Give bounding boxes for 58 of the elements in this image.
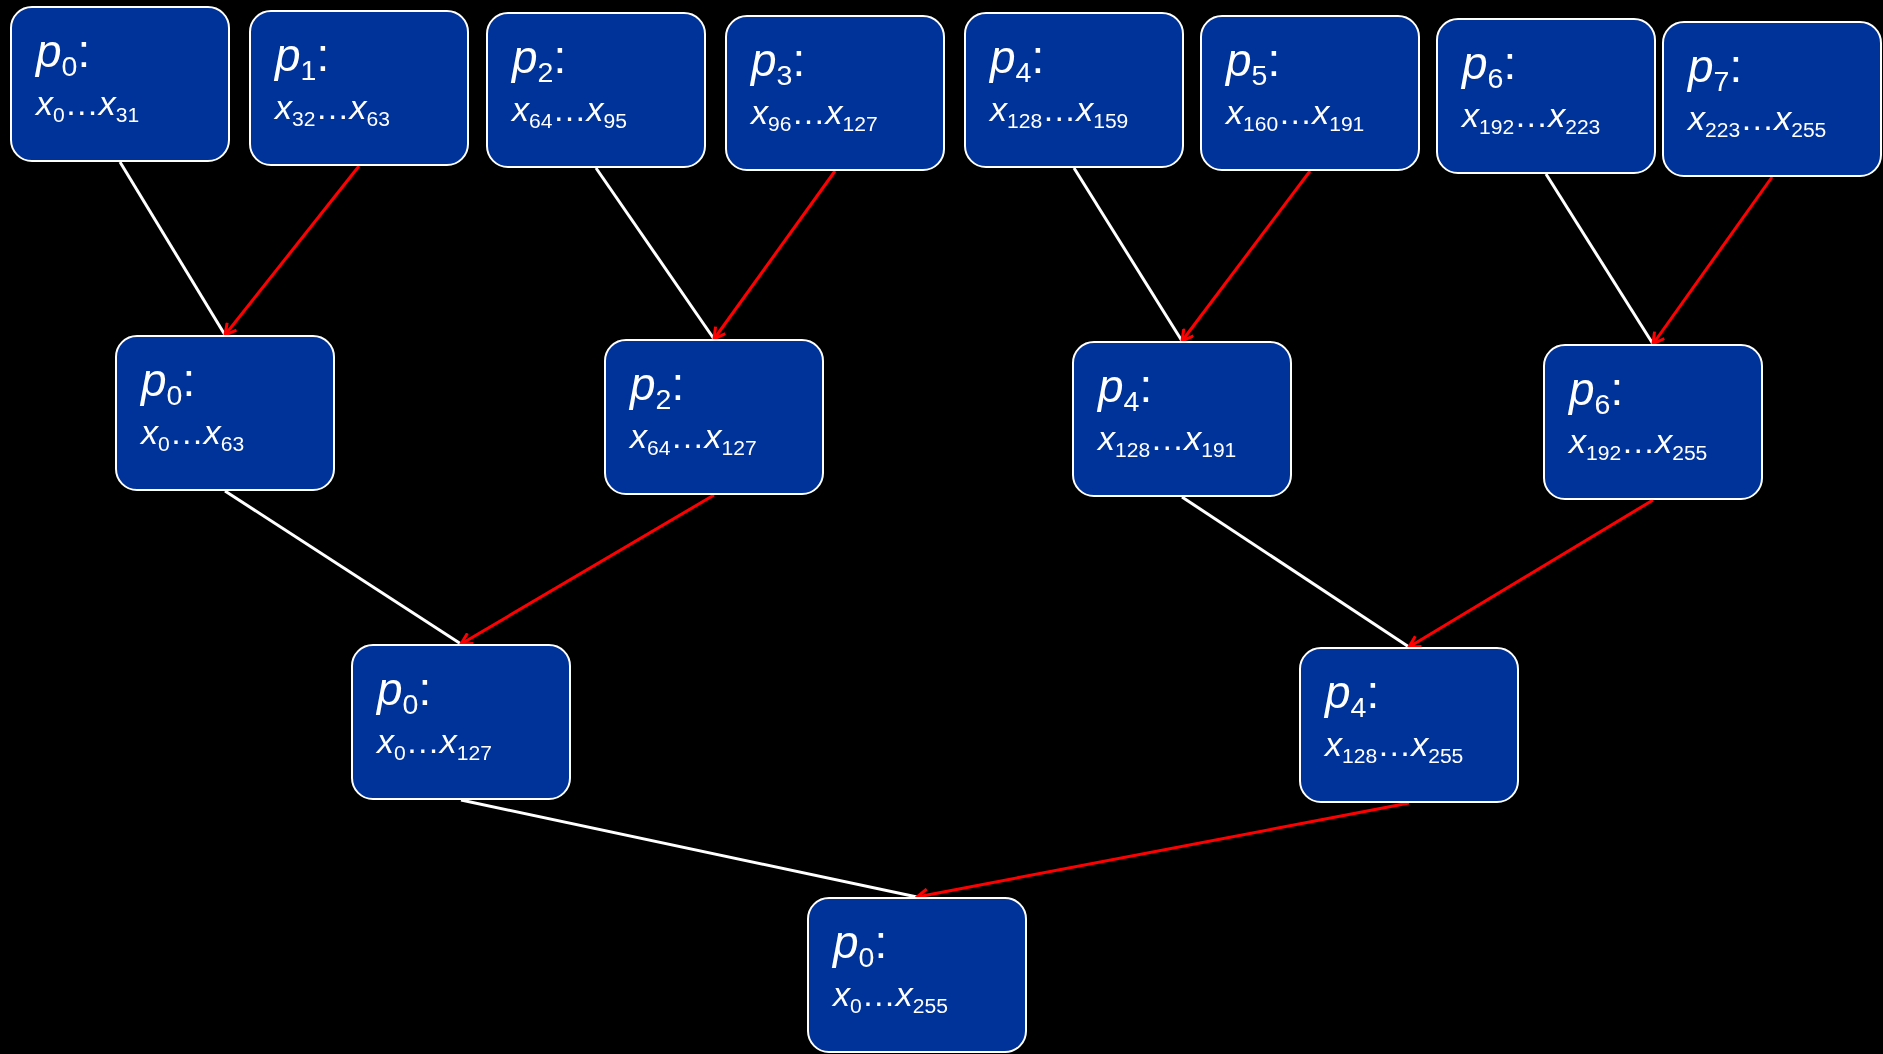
process-box xyxy=(604,339,824,495)
arrow xyxy=(1407,498,1654,649)
index-range: x$_{64}$…x$_{127}$ xyxy=(630,415,758,457)
index-range: x$_{192}$…x$_{255}$ xyxy=(1569,420,1709,462)
process-box xyxy=(1662,21,1882,177)
process-label: p$_{4}$: xyxy=(1325,667,1381,718)
connector-line xyxy=(594,167,716,340)
process-box xyxy=(115,335,335,491)
process-box xyxy=(486,12,706,168)
process-box xyxy=(725,15,945,171)
connector-line xyxy=(1072,167,1184,342)
index-range: x$_{96}$…x$_{127}$ xyxy=(751,91,879,133)
process-label: p$_{3}$: xyxy=(751,35,807,86)
process-box xyxy=(1299,647,1519,803)
index-range: x$_{64}$…x$_{95}$ xyxy=(512,88,628,130)
index-range: x$_{32}$…x$_{63}$ xyxy=(275,86,391,128)
process-label: p$_{0}$: xyxy=(377,664,433,715)
process-label: p$_{2}$: xyxy=(630,359,686,410)
connector-line xyxy=(1181,495,1410,649)
arrow xyxy=(1180,170,1312,343)
process-box xyxy=(1543,344,1763,500)
index-range: x$_{160}$…x$_{191}$ xyxy=(1226,91,1366,133)
arrow xyxy=(223,165,361,337)
process-box xyxy=(249,10,469,166)
process-box xyxy=(964,12,1184,168)
arrow xyxy=(459,493,715,646)
process-box xyxy=(1436,18,1656,174)
process-box xyxy=(1200,15,1420,171)
process-label: p$_{6}$: xyxy=(1569,364,1625,415)
process-label: p$_{4}$: xyxy=(1098,361,1154,412)
process-label: p$_{2}$: xyxy=(512,32,568,83)
index-range: x$_{192}$…x$_{223}$ xyxy=(1462,94,1602,136)
process-label: p$_{1}$: xyxy=(275,30,331,81)
connector-line xyxy=(460,798,918,899)
index-range: x$_{128}$…x$_{191}$ xyxy=(1098,417,1238,459)
index-range: x$_{128}$…x$_{255}$ xyxy=(1325,723,1465,765)
process-box xyxy=(10,6,230,162)
process-label: p$_{5}$: xyxy=(1226,35,1282,86)
process-label: p$_{6}$: xyxy=(1462,38,1518,89)
index-range: x$_{0}$…x$_{255}$ xyxy=(833,973,949,1015)
arrow xyxy=(1651,176,1774,346)
index-range: x$_{223}$…x$_{255}$ xyxy=(1688,97,1828,139)
process-label: p$_{7}$: xyxy=(1688,41,1744,92)
connector-line xyxy=(224,489,462,646)
process-box xyxy=(1072,341,1292,497)
process-label: p$_{0}$: xyxy=(36,26,92,77)
process-label: p$_{4}$: xyxy=(990,32,1046,83)
index-range: x$_{0}$…x$_{31}$ xyxy=(36,82,141,124)
index-range: x$_{0}$…x$_{63}$ xyxy=(141,411,246,453)
process-box xyxy=(351,644,571,800)
connector-line xyxy=(1544,173,1655,345)
connector-line xyxy=(118,161,227,336)
process-box xyxy=(807,897,1027,1053)
process-label: p$_{0}$: xyxy=(833,917,889,968)
arrow xyxy=(712,170,837,341)
process-label: p$_{0}$: xyxy=(141,355,197,406)
index-range: x$_{0}$…x$_{127}$ xyxy=(377,720,493,762)
index-range: x$_{128}$…x$_{159}$ xyxy=(990,88,1130,130)
